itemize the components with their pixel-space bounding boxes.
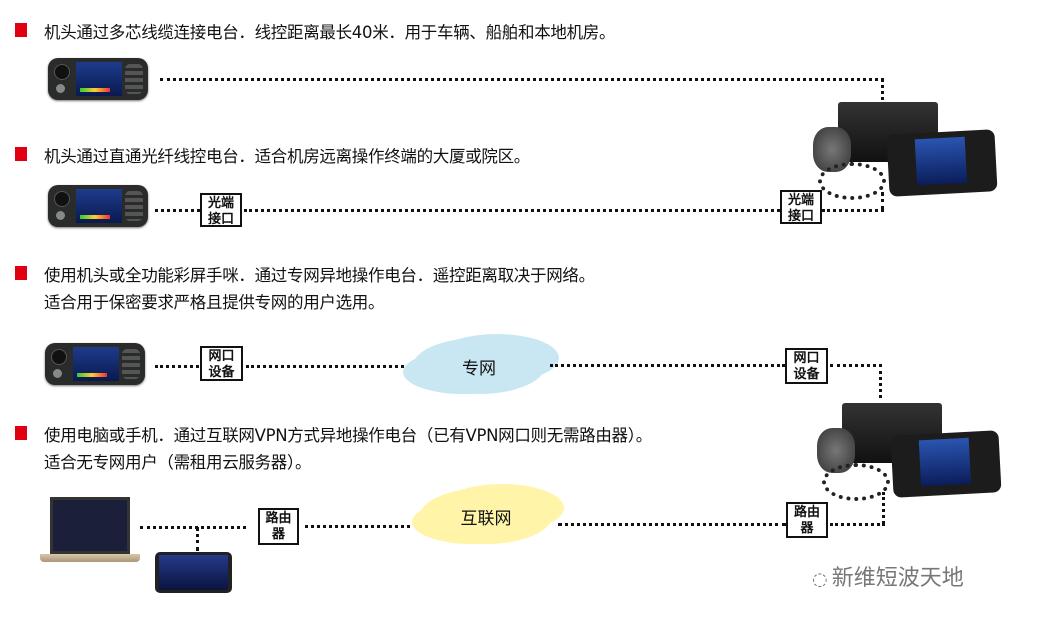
laptop-device bbox=[40, 497, 140, 565]
router-box: 路由器 bbox=[786, 502, 828, 538]
internet-line bbox=[558, 523, 786, 526]
control-head-device bbox=[45, 343, 145, 385]
box-label: 路由 bbox=[265, 511, 292, 526]
control-head-device bbox=[48, 58, 148, 100]
radio-station-device bbox=[808, 102, 998, 202]
fiber-line bbox=[155, 209, 200, 212]
internet-cloud: 互联网 bbox=[420, 488, 552, 544]
network-line bbox=[246, 365, 410, 368]
network-line bbox=[830, 364, 882, 367]
box-label: 接口 bbox=[787, 209, 814, 224]
phone-device bbox=[155, 552, 232, 593]
network-device-box: 网口设备 bbox=[785, 348, 828, 384]
box-label: 器 bbox=[800, 521, 814, 536]
section-2-text: 机头通过直通光纤线控电台．适合机房远离操作终端的大厦或院区。 bbox=[44, 147, 531, 166]
box-label: 网口 bbox=[208, 349, 235, 364]
bullet-marker bbox=[15, 426, 27, 440]
section-3-text-line-2: 适合用于保密要求严格且提供专网的用户选用。 bbox=[44, 293, 385, 312]
section-1-text: 机头通过多芯线缆连接电台．线控距离最长40米．用于车辆、船舶和本地机房。 bbox=[44, 23, 616, 42]
network-device-box: 网口设备 bbox=[200, 346, 243, 381]
network-line bbox=[879, 364, 882, 398]
internet-line bbox=[882, 492, 885, 524]
control-head-device bbox=[48, 185, 148, 227]
section-4-text-line-1: 使用电脑或手机．通过互联网VPN方式异地操作电台（已有VPN网口则无需路由器）。 bbox=[44, 426, 652, 445]
internet-line bbox=[196, 527, 199, 551]
radio-station-device bbox=[812, 403, 1002, 503]
box-label: 路由 bbox=[793, 505, 820, 520]
box-label: 光端 bbox=[787, 193, 814, 208]
bullet-marker bbox=[15, 266, 27, 280]
box-label: 器 bbox=[271, 527, 285, 542]
box-label: 光端 bbox=[207, 196, 234, 211]
router-box: 路由器 bbox=[258, 508, 299, 545]
internet-line bbox=[305, 525, 410, 528]
box-label: 设备 bbox=[208, 365, 235, 380]
cable-line bbox=[160, 78, 884, 81]
internet-line bbox=[140, 526, 246, 529]
internet-line bbox=[830, 523, 885, 526]
bullet-marker bbox=[15, 147, 27, 161]
private-network-cloud: 专网 bbox=[413, 338, 545, 394]
watermark-text: 新维短波天地 bbox=[831, 566, 964, 591]
box-label: 接口 bbox=[207, 212, 234, 227]
bullet-marker bbox=[15, 23, 27, 37]
fiber-line bbox=[244, 209, 780, 212]
box-label: 网口 bbox=[793, 351, 820, 366]
cloud-label: 互联网 bbox=[460, 508, 512, 529]
fiber-interface-box: 光端接口 bbox=[780, 190, 822, 224]
section-3-text-line-1: 使用机头或全功能彩屏手咪．通过专网异地操作电台．遥控距离取决于网络。 bbox=[44, 266, 595, 285]
fiber-line bbox=[881, 192, 884, 210]
section-4-text-line-2: 适合无专网用户（需租用云服务器）。 bbox=[44, 453, 312, 472]
network-line bbox=[155, 365, 199, 368]
wechat-icon: ◌ bbox=[812, 569, 828, 590]
cloud-label: 专网 bbox=[462, 358, 496, 379]
fiber-interface-box: 光端接口 bbox=[200, 193, 242, 227]
fiber-line bbox=[822, 209, 884, 212]
cable-line bbox=[881, 78, 884, 108]
box-label: 设备 bbox=[793, 367, 820, 382]
network-line bbox=[550, 364, 785, 367]
watermark: ◌新维短波天地 bbox=[812, 560, 964, 592]
